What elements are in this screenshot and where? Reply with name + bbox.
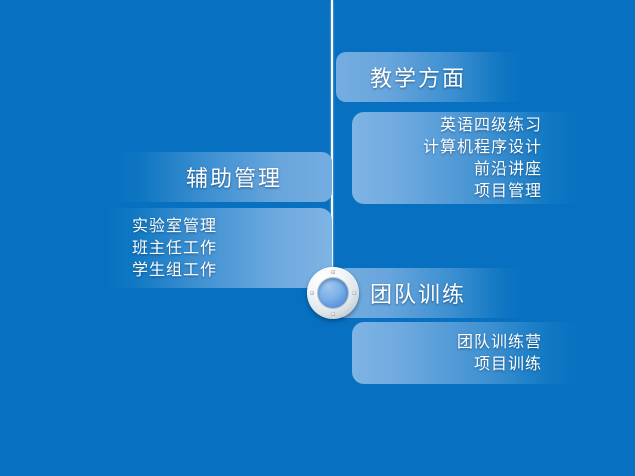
branch-title-team: 团队训练 [369,283,466,308]
connector-line-vertical [331,0,333,283]
center-node-core [318,278,348,308]
list-item: 实验室管理 [132,216,218,235]
branch-panel-assist[interactable]: 实验室管理 班主任工作 学生组工作 [104,208,332,288]
list-item: 学生组工作 [132,260,218,279]
center-node-screw-top-icon [331,270,335,274]
list-item: 计算机程序设计 [422,137,542,156]
branch-panel-teaching[interactable]: 英语四级练习 计算机程序设计 前沿讲座 项目管理 [352,112,582,204]
center-node-screw-left-icon [310,291,314,295]
list-item: 项目管理 [473,181,542,200]
branch-title-assist: 辅助管理 [185,167,282,192]
list-item: 英语四级练习 [439,115,542,134]
center-node-screw-bottom-icon [331,312,335,316]
list-item: 团队训练营 [456,332,542,351]
branch-panel-team[interactable]: 团队训练营 项目训练 [352,322,582,384]
list-item: 前沿讲座 [473,159,542,178]
branch-header-team[interactable]: 团队训练 [336,268,526,318]
branch-title-teaching: 教学方面 [369,67,466,92]
branch-header-assist[interactable]: 辅助管理 [110,152,332,202]
list-item: 班主任工作 [132,238,218,257]
branch-header-teaching[interactable]: 教学方面 [336,52,526,102]
center-node-screw-right-icon [352,291,356,295]
list-item: 项目训练 [473,354,542,373]
center-node-icon[interactable] [307,267,359,319]
